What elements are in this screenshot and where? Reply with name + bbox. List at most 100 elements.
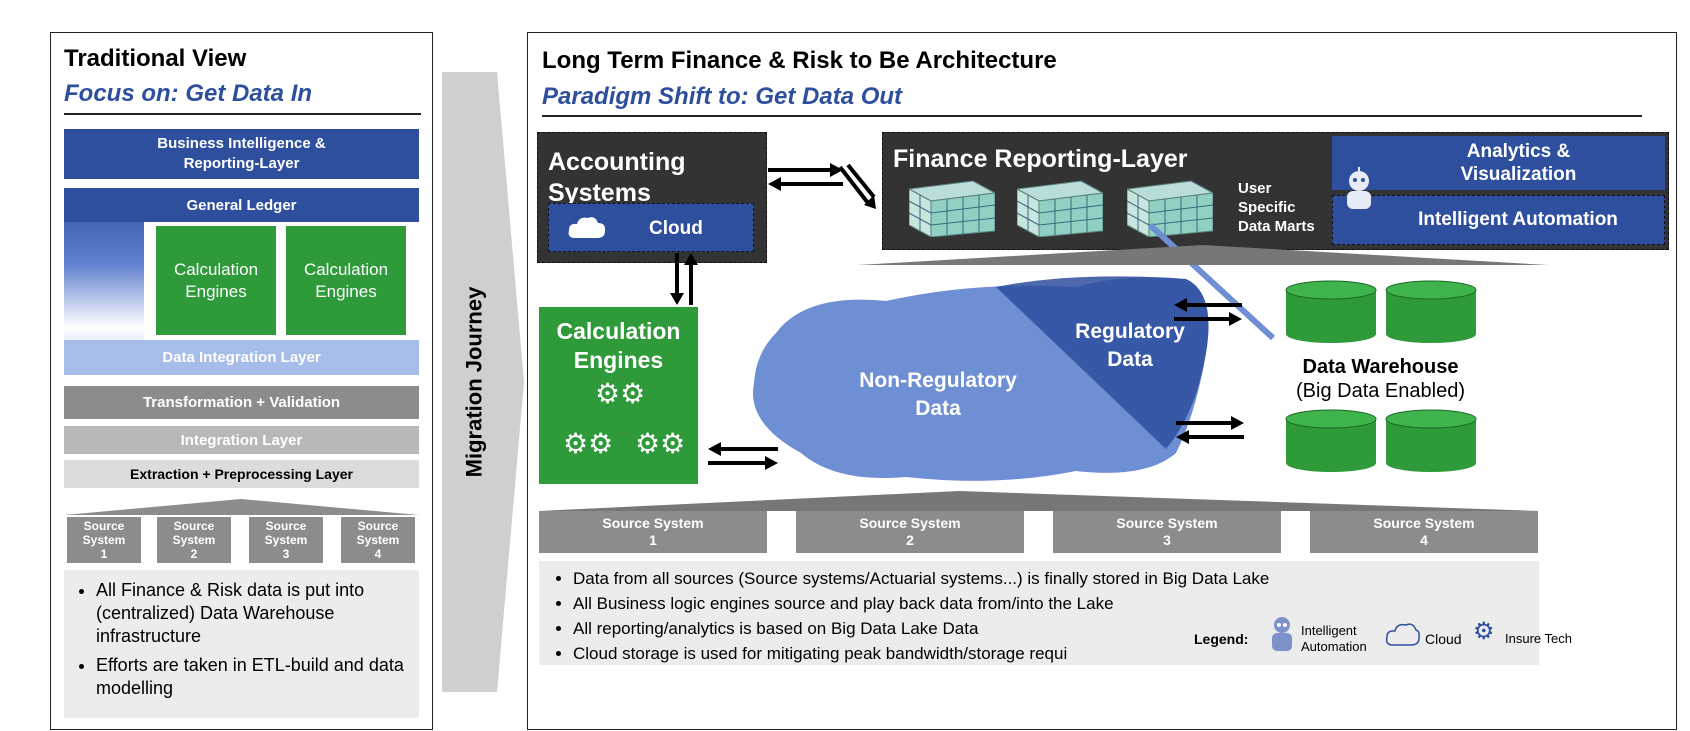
source-num: 1 bbox=[100, 547, 108, 561]
migration-journey-label: Migration Journey bbox=[442, 72, 506, 692]
bidirectional-diagonal-arrow bbox=[838, 163, 876, 209]
bi-reporting-layer: Business Intelligence & Reporting-Layer bbox=[64, 129, 419, 179]
source-label: Source System bbox=[859, 515, 961, 531]
note-item: All reporting/analytics is based on Big … bbox=[573, 619, 1179, 639]
note-item: Data from all sources (Source systems/Ac… bbox=[573, 569, 1269, 589]
traditional-view-subtitle: Focus on: Get Data In bbox=[64, 80, 313, 107]
calculation-engines-box-2: Calculation Engines bbox=[286, 226, 406, 335]
source-line1: Source bbox=[173, 519, 215, 533]
cloud-label: Cloud bbox=[649, 218, 703, 239]
data-mart-cube-icon bbox=[1127, 180, 1213, 237]
database-cylinder-icon bbox=[1385, 409, 1477, 472]
source-num: 2 bbox=[190, 547, 198, 561]
connector-diagonal-line bbox=[1148, 223, 1276, 341]
source-num: 2 bbox=[906, 532, 914, 548]
database-cylinder-icon bbox=[1285, 409, 1377, 472]
source-label: Source System bbox=[1116, 515, 1218, 531]
data-mart-cube-icon bbox=[1017, 180, 1103, 237]
gears-icon: ⚙ bbox=[1473, 618, 1495, 645]
regulatory-data-label: Regulatory Data bbox=[1075, 320, 1185, 371]
source-system-2: Source System 2 bbox=[796, 511, 1024, 553]
general-ledger-block: General Ledger Calculation Engines Calcu… bbox=[64, 188, 419, 375]
source-line2: System bbox=[172, 533, 216, 547]
accounting-systems-box: Accounting Systems Cloud bbox=[537, 132, 767, 263]
finance-reporting-title: Finance Reporting-Layer bbox=[893, 145, 1188, 173]
cloud-icon bbox=[568, 217, 606, 238]
intelligent-automation-box: Intelligent Automation bbox=[1332, 195, 1665, 245]
robot-icon bbox=[1272, 617, 1292, 651]
architecture-notes-list: Data from all sources (Source systems/Ac… bbox=[539, 569, 1269, 669]
source-line1: Source bbox=[83, 519, 125, 533]
source-line1: Source bbox=[357, 519, 399, 533]
source-system-3: Source System 3 bbox=[249, 517, 323, 563]
data-warehouse-title: Data Warehouse bbox=[1302, 356, 1459, 378]
robot-icon bbox=[1347, 167, 1371, 209]
bidirectional-arrow-lake-dw-top bbox=[1174, 298, 1242, 326]
big-data-lake-shape bbox=[752, 276, 1209, 481]
title-divider bbox=[542, 115, 1642, 117]
transformation-validation-layer: Transformation + Validation bbox=[64, 386, 419, 419]
bidirectional-arrow-accounting-calc bbox=[670, 253, 698, 305]
finance-reporting-layer-box: Finance Reporting-Layer bbox=[882, 132, 1669, 250]
source-num: 3 bbox=[282, 547, 290, 561]
source-line1: Source bbox=[265, 519, 307, 533]
note-item: Cloud storage is used for mitigating pea… bbox=[573, 644, 1179, 664]
traditional-view-notes: All Finance & Risk data is put into (cen… bbox=[64, 570, 419, 718]
data-warehouse-subtitle: (Big Data Enabled) bbox=[1296, 380, 1465, 402]
to-be-architecture-panel: Long Term Finance & Risk to Be Architect… bbox=[527, 32, 1677, 730]
source-line2: System bbox=[264, 533, 308, 547]
cloud-outline-icon bbox=[1385, 623, 1420, 646]
source-system-4: Source System 4 bbox=[341, 517, 415, 563]
reporting-base-shape bbox=[858, 245, 1548, 265]
accounting-systems-title: Accounting Systems bbox=[548, 148, 686, 207]
user-specific-data-marts-label: User Specific Data Marts bbox=[1238, 180, 1315, 235]
to-be-architecture-subtitle: Paradigm Shift to: Get Data Out bbox=[542, 83, 903, 110]
traditional-view-panel: Traditional View Focus on: Get Data In B… bbox=[50, 32, 433, 730]
extraction-preprocessing-layer: Extraction + Preprocessing Layer bbox=[64, 460, 419, 488]
source-line2: System bbox=[82, 533, 126, 547]
source-system-1: Source System 1 bbox=[539, 511, 767, 553]
gears-icon: ⚙⚙ bbox=[635, 428, 686, 459]
title-divider bbox=[64, 113, 421, 115]
intelligent-automation-label: Intelligent Automation bbox=[1418, 209, 1618, 230]
source-label: Source System bbox=[602, 515, 704, 531]
calculation-engines-title: Calculation Engines bbox=[556, 318, 681, 373]
data-integration-layer: Data Integration Layer bbox=[64, 340, 419, 375]
source-num: 4 bbox=[374, 547, 382, 561]
bidirectional-arrow-lake-dw-bottom bbox=[1176, 416, 1244, 444]
source-system-3: Source System 3 bbox=[1053, 511, 1281, 553]
integration-layer: Integration Layer bbox=[64, 426, 419, 454]
data-mart-cube-icon bbox=[909, 180, 995, 237]
source-num: 3 bbox=[1163, 532, 1171, 548]
source-label: Source System bbox=[1373, 515, 1475, 531]
analytics-visualization-box: Analytics & Visualization bbox=[1332, 136, 1665, 190]
to-be-architecture-title: Long Term Finance & Risk to Be Architect… bbox=[542, 47, 1057, 74]
source-system-2: Source System 2 bbox=[157, 517, 231, 563]
legend-insure-tech-label: Insure Tech bbox=[1505, 631, 1572, 646]
source-funnel-shape bbox=[64, 499, 419, 515]
traditional-view-title: Traditional View bbox=[64, 45, 247, 72]
source-line2: System bbox=[356, 533, 400, 547]
non-regulatory-data-label: Non-Regulatory Data bbox=[859, 369, 1017, 420]
migration-journey-text: Migration Journey bbox=[461, 286, 486, 478]
migration-journey-arrow bbox=[442, 72, 524, 692]
gears-icon: ⚙⚙ bbox=[563, 428, 614, 459]
calculation-engines-box: Calculation Engines ⚙⚙ ⚙⚙ ⚙⚙ bbox=[539, 307, 698, 484]
source-num: 1 bbox=[649, 532, 657, 548]
cloud-box: Cloud bbox=[548, 203, 754, 252]
general-ledger-label: General Ledger bbox=[64, 188, 419, 222]
database-cylinder-icon bbox=[1285, 280, 1377, 343]
source-funnel-shape bbox=[539, 491, 1539, 511]
source-system-4: Source System 4 bbox=[1310, 511, 1538, 553]
source-num: 4 bbox=[1420, 532, 1428, 548]
architecture-notes: Data from all sources (Source systems/Ac… bbox=[539, 561, 1572, 665]
legend-cloud-label: Cloud bbox=[1425, 631, 1462, 647]
note-item: Efforts are taken in ETL-build and data … bbox=[96, 654, 413, 700]
legend-automation-label: Intelligent Automation bbox=[1301, 623, 1367, 654]
note-item: All Business logic engines source and pl… bbox=[573, 594, 1179, 614]
source-system-1: Source System 1 bbox=[67, 517, 141, 563]
bidirectional-arrow-calc-lake bbox=[708, 442, 778, 470]
gears-icon: ⚙⚙ bbox=[595, 378, 646, 409]
legend-label: Legend: bbox=[1194, 631, 1249, 647]
database-cylinder-icon bbox=[1385, 280, 1477, 343]
